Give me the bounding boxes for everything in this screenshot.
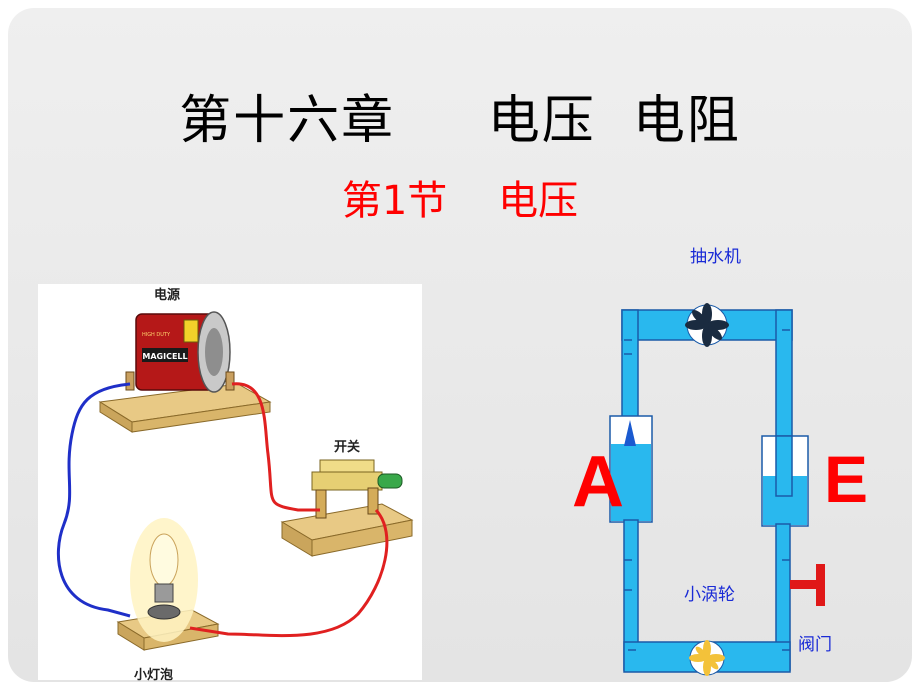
- chapter-title: 第十六章 电压 电阻: [179, 91, 741, 151]
- circuit-illustration: MAGICELL HIGH DUTY 电源 开关 小灯泡: [38, 284, 422, 683]
- pipe-left-upper: [621, 309, 639, 421]
- turbine-label: 小涡轮: [684, 585, 735, 605]
- battery-brand: MAGICELL: [142, 352, 187, 361]
- pump-label: 抽水机: [690, 247, 741, 267]
- water-circuit-drawing: [609, 303, 825, 676]
- water-circuit-diagram: 抽水机 小涡轮 阀门 A E: [560, 230, 868, 690]
- bulb-glass: [149, 533, 179, 587]
- switch-label: 开关: [334, 440, 361, 455]
- section-title: 第1节 电压: [341, 178, 579, 224]
- wire-red-top: [231, 382, 320, 512]
- bulb-label: 小灯泡: [134, 668, 174, 683]
- letter-e: E: [824, 442, 869, 516]
- power-label: 电源: [154, 288, 181, 303]
- valve-icon: [790, 580, 822, 589]
- battery-small-text: HIGH DUTY: [142, 332, 171, 338]
- valve-label: 阀门: [798, 635, 832, 655]
- wire-blue: [57, 382, 131, 618]
- letter-a: A: [572, 442, 624, 522]
- circuit-drawing: MAGICELL HIGH DUTY: [57, 311, 414, 651]
- switch-body: [311, 471, 383, 491]
- wire-red-bottom: [189, 508, 389, 638]
